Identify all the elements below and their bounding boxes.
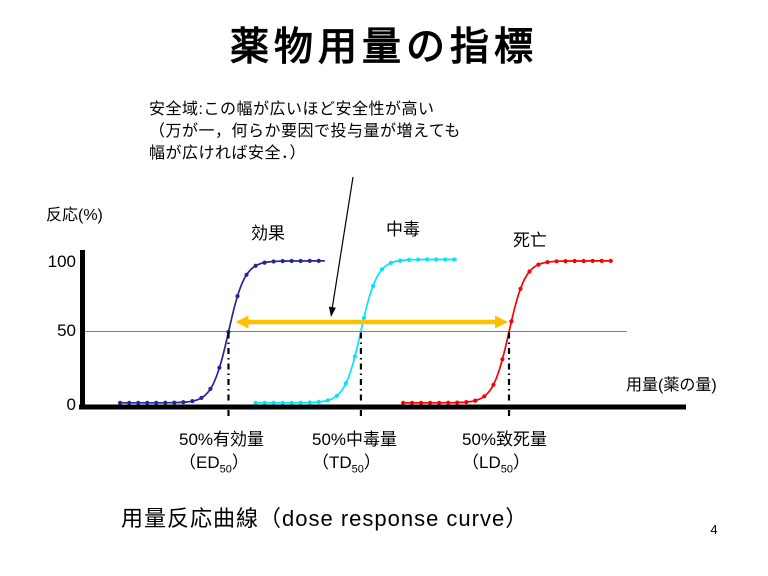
curve-label-toxicity: 中毒 <box>386 220 420 239</box>
x-axis-label: 用量(薬の量) <box>626 377 717 394</box>
td50-paren-open: （ <box>312 453 329 472</box>
curve-label-effect: 効果 <box>251 224 285 243</box>
ed50-label: 50%有効量 （ED50） <box>179 428 265 476</box>
ld50-abbr: （LD50） <box>462 451 547 476</box>
td50-paren-close: ） <box>363 453 381 472</box>
td50-name: 50%中毒量 <box>312 430 398 449</box>
ed50-paren-close: ） <box>231 453 249 472</box>
td50-label: 50%中毒量 （TD50） <box>312 428 398 476</box>
series-死亡 <box>401 258 613 405</box>
series-中毒 <box>253 257 458 405</box>
curve-中毒 <box>255 258 458 404</box>
ld50-subscript: 50 <box>500 463 513 476</box>
ld50-paren-close: ） <box>512 453 530 472</box>
ld50-symbol: LD <box>479 453 501 472</box>
ed50-symbol: ED <box>196 453 220 472</box>
y-tick-0: 0 <box>66 395 76 414</box>
chart-caption: 用量反応曲線（dose response curve） <box>121 506 529 531</box>
y-tick-50: 50 <box>57 321 76 340</box>
safety-margin-annotation: 安全域:この幅が広いほど安全性が高い （万が一，何らか要因で投与量が増えても 幅… <box>149 101 461 162</box>
td50-abbr: （TD50） <box>312 451 397 476</box>
page-number: 4 <box>710 522 718 537</box>
safety-margin-arrow <box>235 315 509 329</box>
y-tick-100: 100 <box>47 252 76 271</box>
ed50-name: 50%有効量 <box>179 430 265 449</box>
ld50-name: 50%致死量 <box>462 430 548 449</box>
ld50-label: 50%致死量 （LD50） <box>462 428 548 476</box>
series-効果 <box>118 258 325 405</box>
y-axis-label: 反応(%) <box>46 207 103 224</box>
ed50-abbr: （ED50） <box>179 451 264 476</box>
page-title: 薬物用量の指標 <box>229 26 538 69</box>
curve-label-death: 死亡 <box>513 231 547 250</box>
td50-subscript: 50 <box>351 463 364 476</box>
annotation-arrow <box>328 176 354 317</box>
ld50-paren-open: （ <box>462 453 479 472</box>
ed50-paren-open: （ <box>179 453 196 472</box>
ed50-subscript: 50 <box>219 463 232 476</box>
td50-symbol: TD <box>329 453 352 472</box>
